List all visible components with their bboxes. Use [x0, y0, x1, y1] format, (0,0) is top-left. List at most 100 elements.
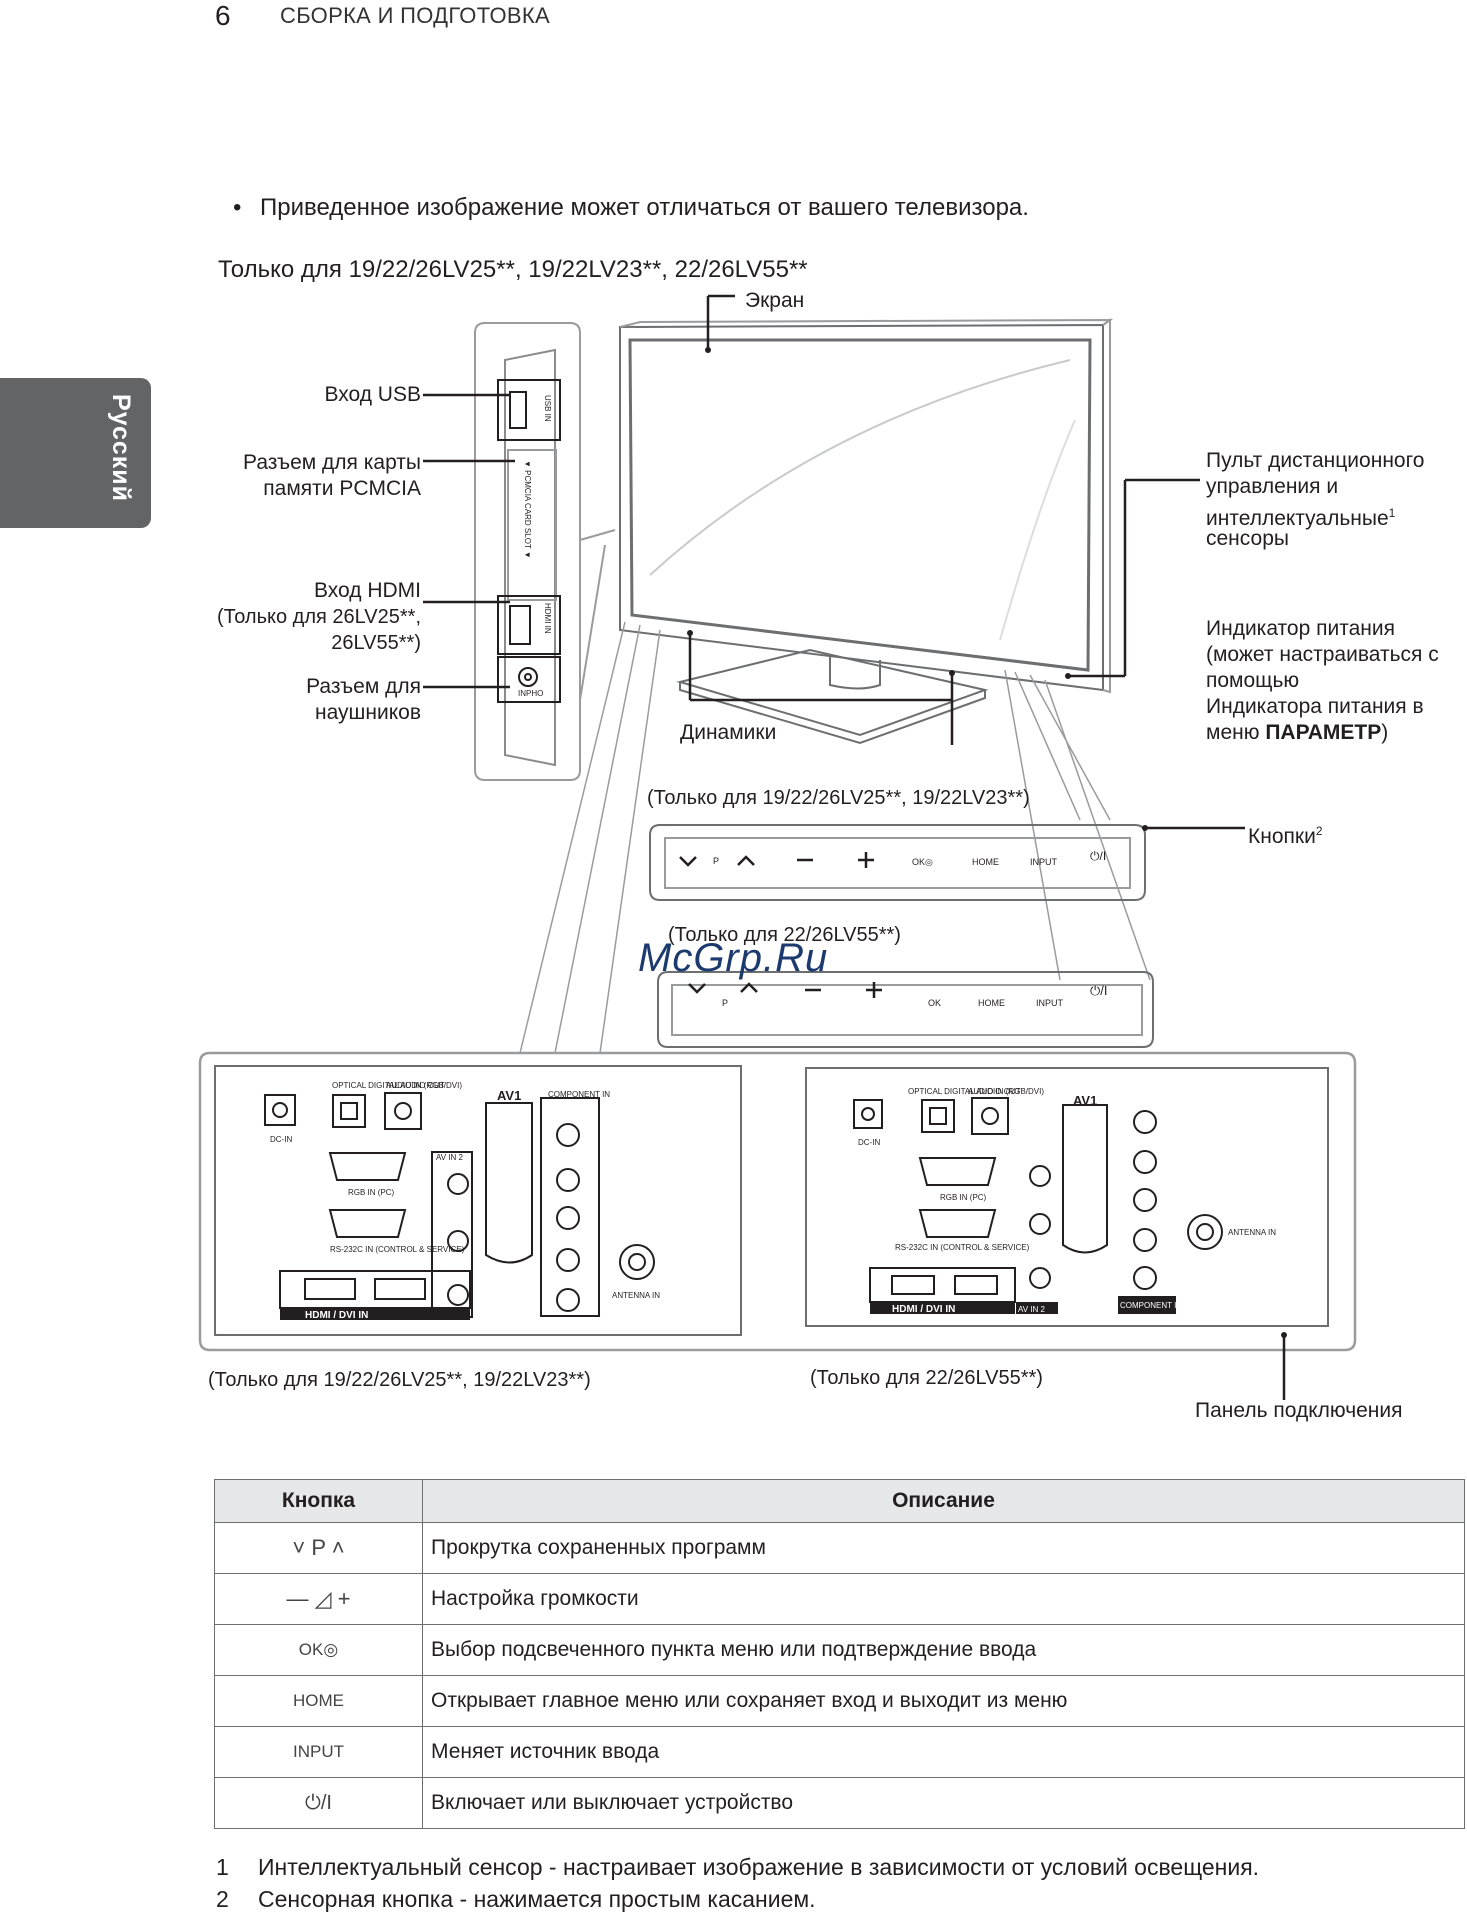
table-cell-description: Настройка громкости — [422, 1573, 1465, 1625]
channel-buttons-icon: ˅ P ˄ — [214, 1522, 423, 1574]
table-cell-description: Включает или выключает устройство — [422, 1777, 1465, 1829]
strip1-p-label: P — [713, 856, 719, 866]
rp-right-hdmi-dvi: HDMI / DVI IN — [892, 1304, 955, 1315]
volume-buttons-icon: — ◿ + — [214, 1573, 423, 1625]
side-usb-text: USB IN — [543, 395, 552, 422]
rp-left-audio-in: AUDIO IN (RGB/DVI) — [386, 1081, 462, 1090]
label-hdmi-1: Вход HDMI — [314, 579, 421, 602]
rp-left-component: COMPONENT IN — [548, 1090, 610, 1099]
language-tab-label: Русский — [107, 394, 135, 503]
table-cell-description: Меняет источник ввода — [422, 1726, 1465, 1778]
note-text: Приведенное изображение может отличаться… — [260, 194, 1029, 221]
label-only-lv55: (Только для 22/26LV55**) — [668, 924, 901, 946]
rp-right-antenna: ANTENNA IN — [1228, 1228, 1276, 1237]
footnote-1: 1 Интеллектуальный сенсор - настраивает и… — [216, 1854, 1259, 1881]
label-power-3: помощью — [1206, 669, 1300, 692]
side-pcmcia-text: ▼ PCMCIA CARD SLOT ▼ — [523, 460, 532, 559]
table-row: ⏻/I Включает или выключает устройство — [214, 1777, 1465, 1829]
rp-left-av-in2: AV IN 2 — [436, 1153, 464, 1162]
label-buttons-text: Кнопки — [1248, 825, 1316, 848]
label-only-lv25-lv23: (Только для 19/22/26LV25**, 19/22LV23**) — [647, 787, 1030, 809]
label-screen: Экран — [745, 289, 805, 312]
label-hdmi-2: (Только для 26LV25**, — [216, 606, 421, 628]
watermark: McGrp.Ru — [638, 936, 829, 980]
rp-right-audio-in: AUDIO IN (RGB/DVI) — [968, 1087, 1044, 1096]
label-pcmcia-1: Разъем для карты — [243, 451, 421, 474]
label-remote-sup: 1 — [1388, 506, 1396, 520]
rp-right-component: COMPONENT IN — [1120, 1301, 1182, 1310]
models-subheading: Только для 19/22/26LV25**, 19/22LV23**, … — [218, 256, 808, 283]
footnote-2: 2 Сенсорная кнопка - нажимается простым к… — [216, 1886, 816, 1913]
label-power-5c: ) — [1381, 721, 1389, 744]
table-row: HOME Открывает главное меню или сохраняе… — [214, 1675, 1465, 1727]
rp-left-antenna: ANTENNA IN — [612, 1291, 660, 1300]
rp-left-hdmi-dvi: HDMI / DVI IN — [305, 1310, 368, 1321]
footnote-2-num: 2 — [216, 1886, 229, 1912]
strip1-input-label: INPUT — [1030, 857, 1058, 867]
table-header-description: Описание — [422, 1479, 1465, 1523]
rp-left-av1: AV1 — [497, 1088, 521, 1103]
label-remote-2: управления и — [1206, 475, 1339, 498]
page-number: 6 — [215, 0, 231, 31]
label-power-5: меню ПАРАМЕТР) — [1206, 720, 1388, 746]
label-headphone-2: наушников — [315, 701, 421, 724]
table-cell-description: Прокрутка сохраненных программ — [422, 1522, 1465, 1574]
label-power-1: Индикатор питания — [1206, 617, 1395, 640]
footnote-1-num: 1 — [216, 1854, 229, 1880]
home-button-icon: HOME — [214, 1675, 423, 1727]
language-tab: Русский — [0, 378, 151, 528]
table-cell-description: Открывает главное меню или сохраняет вхо… — [422, 1675, 1465, 1727]
rp-right-optical: OPTICAL DIGITAL AUDIO OUT — [908, 1087, 1021, 1096]
note-bullet: • — [233, 194, 242, 221]
rp-right-rgb-in: RGB IN (PC) — [940, 1193, 987, 1202]
strip2-input-label: INPUT — [1036, 998, 1064, 1008]
table-cell-description: Выбор подсвеченного пункта меню или подт… — [422, 1624, 1465, 1676]
strip2-home-label: HOME — [978, 998, 1005, 1008]
buttons-table: Кнопка Описание ˅ P ˄ Прокрутка сохранен… — [214, 1479, 1465, 1829]
input-button-icon: INPUT — [214, 1726, 423, 1778]
strip1-ok-label: OK◎ — [912, 857, 933, 867]
strip1-home-label: HOME — [972, 857, 999, 867]
section-title: СБОРКА И ПОДГОТОВКА — [280, 3, 550, 28]
strip2-ok-label: OK — [928, 998, 941, 1008]
table-row: INPUT Меняет источник ввода — [214, 1726, 1465, 1778]
rp-left-optical: OPTICAL DIGITAL AUDIO OUT — [332, 1081, 445, 1090]
label-bottom-left: (Только для 19/22/26LV25**, 19/22LV23**) — [208, 1369, 591, 1391]
rp-left-rs232: RS-232C IN (CONTROL & SERVICE) — [330, 1245, 465, 1254]
label-bottom-right: (Только для 22/26LV55**) — [810, 1367, 1043, 1389]
strip2-p-label: P — [722, 998, 728, 1008]
label-remote-4: сенсоры — [1206, 527, 1289, 550]
power-button-icon: ⏻/I — [214, 1777, 423, 1829]
table-row: — ◿ + Настройка громкости — [214, 1573, 1465, 1625]
label-pcmcia-2: памяти PCMCIA — [263, 477, 421, 500]
rp-left-dc-in: DC-IN — [270, 1135, 292, 1144]
rp-right-dc-in: DC-IN — [858, 1138, 880, 1147]
label-buttons-sup: 2 — [1315, 824, 1323, 838]
label-speakers: Динамики — [680, 721, 777, 744]
rp-right-av1: AV1 — [1073, 1093, 1097, 1108]
label-connection-panel: Панель подключения — [1195, 1399, 1403, 1422]
label-buttons: Кнопки2 — [1248, 818, 1323, 850]
strip2-power-label: ⏻/I — [1090, 983, 1108, 998]
table-header-row: Кнопка Описание — [214, 1479, 1465, 1523]
label-remote-3-text: интеллектуальные — [1206, 507, 1389, 530]
table-row: OK◎ Выбор подсвеченного пункта меню или … — [214, 1624, 1465, 1676]
label-remote-3: интеллектуальные1 — [1206, 500, 1395, 532]
footnote-1-text: Интеллектуальный сенсор - настраивает из… — [258, 1854, 1260, 1880]
label-hdmi-3: 26LV55**) — [331, 632, 421, 654]
rp-right-rs232: RS-232C IN (CONTROL & SERVICE) — [895, 1243, 1030, 1252]
table-header-button: Кнопка — [214, 1479, 423, 1523]
label-headphone-1: Разъем для — [306, 675, 421, 698]
strip1-power-label: ⏻/I — [1090, 849, 1106, 863]
label-power-4: Индикатора питания в — [1206, 695, 1424, 718]
label-power-2: (может настраиваться с — [1206, 643, 1439, 666]
label-remote-1: Пульт дистанционного — [1206, 449, 1425, 472]
side-phones-text: INPHO — [518, 689, 543, 698]
footnote-2-text: Сенсорная кнопка - нажимается простым ка… — [258, 1886, 816, 1912]
label-usb: Вход USB — [324, 383, 421, 406]
table-row: ˅ P ˄ Прокрутка сохраненных программ — [214, 1522, 1465, 1574]
rp-right-av-in2: AV IN 2 — [1018, 1305, 1046, 1314]
side-hdmi-text: HDMI IN — [543, 603, 552, 634]
ok-button-icon: OK◎ — [214, 1624, 423, 1676]
